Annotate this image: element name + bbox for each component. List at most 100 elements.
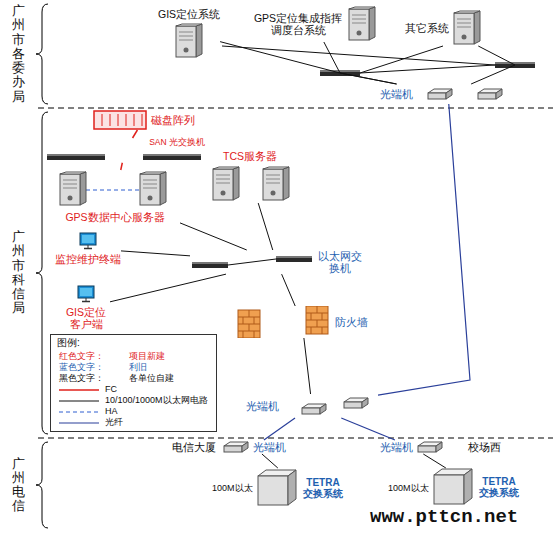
connector [121, 163, 123, 170]
connector [341, 418, 395, 440]
connector [133, 130, 138, 138]
site-label: 校场西 [468, 442, 501, 454]
server-node: GIS定位系统 [158, 8, 220, 59]
node-label: 监控维护终端 [55, 253, 121, 265]
connector [471, 46, 515, 84]
legend-box: 红色文字： 项目新建蓝色文字： 利旧黑色文字： 各单位自建FC10/100/10… [50, 334, 217, 432]
tetra-switch: TETRA 交换系统 [256, 468, 345, 508]
node-label: GIS定位 客户端 [62, 306, 110, 330]
watermark: www.pttcn.net [370, 507, 518, 528]
optical-transceiver: 光端机 [222, 440, 286, 454]
node-label: 光端机 [253, 441, 286, 453]
band-separator [38, 108, 553, 109]
optical-transceiver: 光端机 [380, 440, 444, 454]
legend-line-sample [59, 398, 99, 404]
server-node: GPS定位集成指挥 调度台系统 [252, 6, 377, 42]
brace [36, 112, 48, 434]
node-label: 以太网交换机 [317, 250, 363, 274]
legend-text: FC [105, 384, 117, 394]
san-switch: SAN 光交换机 [45, 138, 205, 163]
device-icon [78, 232, 98, 250]
legend-title: 图例: [57, 337, 80, 348]
edge-label: 100M以太 [212, 484, 253, 494]
connector [378, 104, 470, 395]
legend-text: 红色文字： 项目新建 [59, 351, 165, 361]
device-icon [92, 110, 148, 130]
device-icon [416, 84, 516, 104]
connector [220, 42, 396, 84]
connector [264, 418, 295, 440]
legend-text: 光纤 [105, 417, 123, 427]
device-icon [76, 285, 96, 303]
node-label: 其它系统 [405, 22, 449, 34]
legend-row: FC [59, 384, 208, 395]
server-node: TCS服务器 [205, 150, 295, 203]
legend-line-sample [59, 409, 99, 415]
legend-line-sample [59, 420, 99, 426]
terminal-node: 监控维护终端 [55, 232, 121, 265]
connector [304, 338, 311, 394]
node-label: SAN 光交换机 [149, 138, 205, 148]
site-label: 电信大厦 [172, 442, 216, 454]
server-node: GPS数据中心服务器 [50, 170, 180, 223]
legend-row: 红色文字： 项目新建 [59, 351, 208, 362]
optical-transceiver: 光端机 [380, 84, 516, 104]
node-label: TETRA 交换系统 [301, 477, 345, 500]
device-icon [190, 250, 314, 274]
device-icon [347, 6, 377, 42]
legend-row: 光纤 [59, 417, 208, 428]
node-label: 磁盘阵列 [151, 114, 195, 126]
connector [324, 42, 397, 84]
device-icon [282, 394, 378, 418]
band-separator [38, 438, 553, 439]
device-icon [432, 468, 474, 506]
legend-text: 蓝色文字： 利旧 [59, 362, 147, 372]
legend-row: 10/100/1000M以太网电路 [59, 395, 208, 406]
terminal-node: GIS定位 客户端 [62, 285, 110, 330]
legend-row: HA [59, 406, 208, 417]
device-icon [50, 170, 180, 208]
band-label: 广州电信 [12, 457, 25, 514]
node-label: TCS服务器 [223, 150, 277, 162]
wire [222, 46, 495, 65]
node-label: TETRA 交换系统 [477, 476, 521, 499]
device-icon [416, 440, 444, 454]
connector [282, 274, 296, 306]
node-label: 防火墙 [335, 316, 368, 328]
node-label: GPS定位集成指挥 调度台系统 [252, 12, 344, 36]
tetra-switch: TETRA 交换系统 [432, 468, 521, 506]
legend-text: 黑色文字： 各单位自建 [59, 373, 174, 383]
firewall: 防火墙 [236, 306, 368, 338]
band-label: 广州市科信局 [12, 230, 25, 316]
device-icon [45, 151, 205, 163]
device-icon [174, 23, 204, 59]
device-icon [222, 440, 250, 454]
node-label: 光端机 [246, 400, 279, 412]
disk-array: 磁盘阵列 [92, 110, 195, 130]
node-label: GPS数据中心服务器 [65, 211, 164, 223]
legend-text: HA [105, 406, 118, 416]
optical-transceiver: 光端机 [246, 394, 378, 418]
node-label: 光端机 [380, 88, 413, 100]
connector [121, 251, 190, 256]
connector [110, 274, 226, 302]
device-icon [256, 468, 298, 508]
legend-text: 10/100/1000M以太网电路 [105, 395, 208, 405]
edge-label: 100M以太 [388, 484, 429, 494]
node-label: 光端机 [380, 441, 413, 453]
legend-row: 黑色文字： 各单位自建 [59, 373, 208, 384]
connector [180, 223, 247, 250]
connector [262, 454, 278, 468]
device-icon [452, 10, 482, 46]
server-node: 其它系统 [405, 10, 482, 46]
agency-band: 广州市各委办局 GIS定位系统 GPS定位集成指挥 调度台系统 其它系统光端机 [0, 0, 553, 108]
legend-line-sample [59, 387, 99, 393]
node-label: GIS定位系统 [158, 8, 220, 20]
device-icon [205, 165, 295, 203]
wire [360, 46, 443, 73]
connector [258, 203, 273, 250]
brace [36, 4, 48, 104]
device-icon [236, 306, 332, 338]
band-label: 广州市各委办局 [12, 4, 25, 104]
connector [423, 454, 446, 468]
